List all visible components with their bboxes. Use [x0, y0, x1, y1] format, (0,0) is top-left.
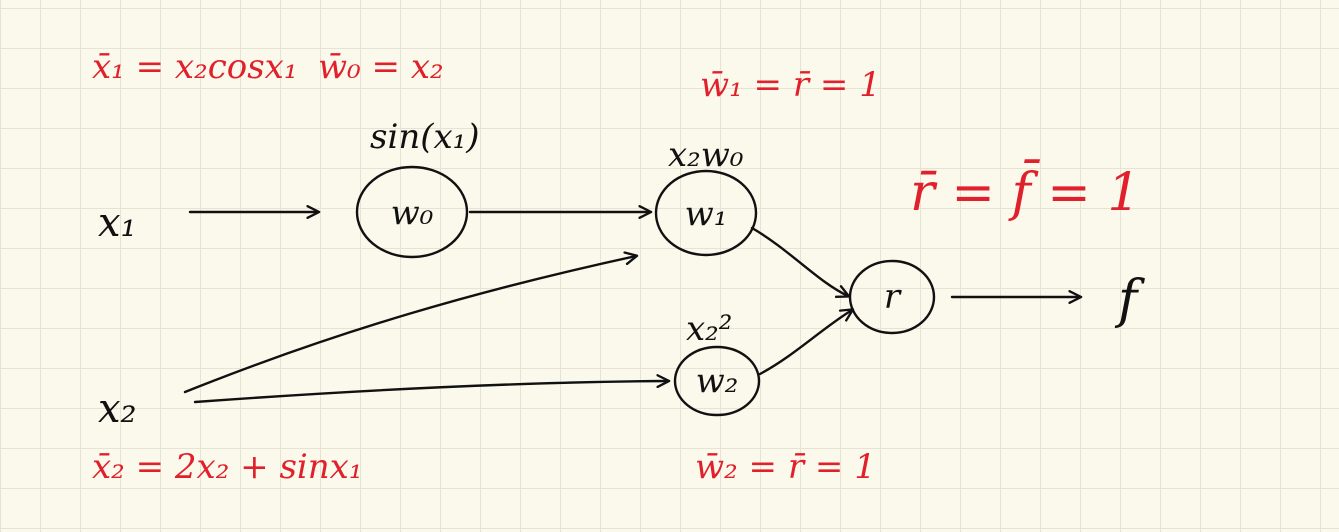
node-w1: w₁ [654, 169, 758, 257]
w2-expression: x₂² [686, 309, 732, 349]
edge-x2-to-w1 [183, 251, 639, 394]
edge-w1-to-r [750, 226, 851, 299]
w0-bar-annotation: w̄₀ = x₂ [318, 47, 444, 87]
f-output-label: f [1114, 270, 1145, 330]
node-w2-circle [673, 345, 761, 417]
edge-x2-to-w2 [193, 374, 671, 404]
node-w0: w₀ [355, 165, 469, 259]
w0-expression: sin(x₁) [370, 117, 480, 157]
node-w1-label: w₁ [685, 194, 728, 234]
node-w1-circle [654, 169, 758, 257]
w1-expression: x₂w₀ [668, 135, 744, 175]
node-w0-label: w₀ [391, 193, 434, 233]
w1-bar-annotation: w̄₁ = r̄ = 1 [700, 65, 881, 105]
node-r-label: r [884, 277, 902, 317]
w2-bar-annotation: w̄₂ = r̄ = 1 [695, 447, 876, 487]
r-bar-annotation: r̄ = f̄ = 1 [910, 160, 1140, 223]
x1-input-label: x₁ [98, 200, 137, 246]
node-w2-label: w₂ [696, 361, 739, 401]
node-r: r [848, 259, 936, 335]
x2-input-label: x₂ [98, 386, 137, 432]
node-w2: w₂ [673, 345, 761, 417]
x1-bar-annotation: x̄₁ = x₂cosx₁ [92, 47, 297, 87]
edge-w2-to-r [758, 308, 855, 376]
node-w0-circle [355, 165, 469, 259]
x2-bar-annotation: x̄₂ = 2x₂ + sinx₁ [92, 447, 362, 487]
